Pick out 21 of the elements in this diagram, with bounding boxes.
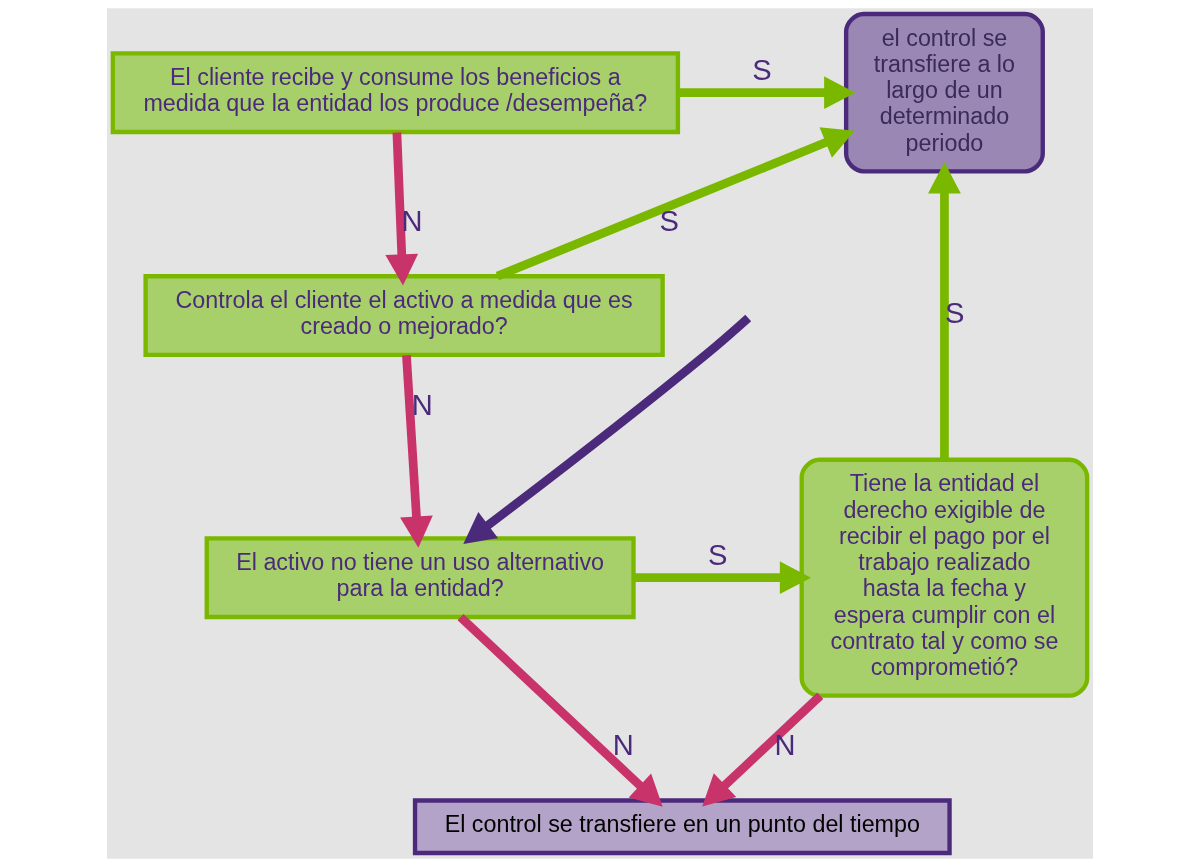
arrow (385, 132, 419, 286)
arrow (463, 314, 752, 544)
arrow (495, 127, 855, 281)
edge-label: N (411, 388, 433, 421)
arrow (400, 354, 433, 548)
arrow (633, 561, 812, 595)
edge-label: S (659, 205, 679, 238)
arrow (457, 613, 663, 807)
node-box: El control se transfiere en un punto del tiempo (412, 798, 952, 856)
node-box: Controla el cliente el activo a medida que es creado o mejorado? (143, 274, 665, 358)
node-box: El cliente recibe y consume los beneficios a medida que la entidad los produce /desempeña? (110, 51, 681, 135)
arrow (928, 162, 961, 460)
edge-label: N (774, 729, 796, 762)
edge-label: S (752, 53, 772, 86)
edge-label: N (612, 729, 634, 762)
node-box: Tiene la entidad el derecho exigible de recibir el pago por el trabajo realizado hasta la fecha y espera cumplir con el contrato tal y como se comprometió? (799, 457, 1090, 698)
arrow (677, 76, 856, 110)
node-box: el control se transfiere a lo largo de un determinado periodo (843, 11, 1045, 174)
node-box: El activo no tiene un uso alternativo para la entidad? (204, 536, 636, 620)
arrow (702, 692, 824, 807)
edge-label: S (707, 538, 728, 571)
